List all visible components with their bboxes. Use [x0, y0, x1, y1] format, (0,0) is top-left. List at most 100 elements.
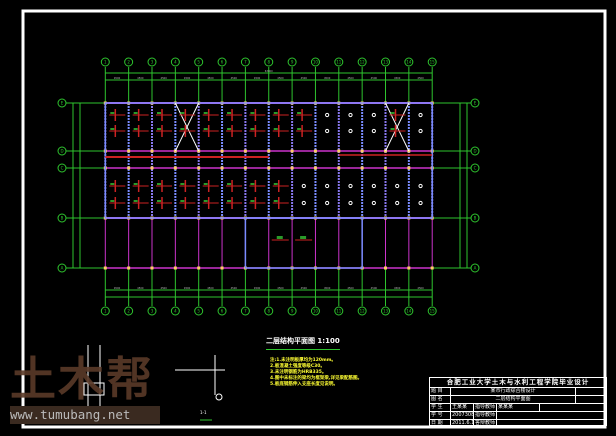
- axis-label: 6: [221, 309, 224, 314]
- dimension-text: 4500: [417, 76, 424, 80]
- axis-bubble: [264, 306, 274, 316]
- axis-bubble: [470, 146, 480, 156]
- title-block-row: 学 生 王某某 指导教师 某某某: [430, 404, 606, 412]
- rebar-tag: [227, 128, 232, 130]
- row-value: 二层结构平面图: [451, 396, 576, 403]
- dimension-text: 4500: [417, 286, 424, 290]
- axis-label: 7: [244, 309, 247, 314]
- hole-marker: [348, 128, 353, 134]
- axis-bubble: [287, 57, 297, 67]
- dimension-text: 4500: [231, 286, 238, 290]
- hole-marker: [325, 200, 330, 206]
- axis-label: 5: [197, 60, 200, 65]
- axis-label: 1: [104, 309, 107, 314]
- rebar-tag: [273, 112, 278, 114]
- column: [430, 266, 434, 270]
- column: [173, 166, 177, 170]
- rebar-tag: [250, 128, 255, 130]
- rebar-tag: [250, 112, 255, 114]
- axis-label: 4: [174, 309, 177, 314]
- axis-label: D: [473, 149, 476, 154]
- drawing-border: [21, 9, 607, 429]
- opening-cross: [174, 102, 200, 152]
- axis-label: 7: [244, 60, 247, 65]
- hole-marker: [301, 200, 306, 206]
- axis-bubble: [57, 263, 67, 273]
- axis-label: C: [61, 166, 64, 171]
- axis-label: 3: [151, 60, 154, 65]
- title-block-row: 日 期 2011.6.10 答辩教师: [430, 420, 606, 427]
- note-line: 3.未注明钢筋为HRB335。: [270, 370, 327, 375]
- axis-bubble: [194, 57, 204, 67]
- hole-marker: [301, 183, 306, 189]
- opening-cross: [385, 102, 410, 152]
- column: [197, 166, 201, 170]
- title-block-row: 题 目 某市行政综合楼设计: [430, 388, 606, 396]
- row-label: 图 名: [430, 396, 451, 403]
- column: [407, 266, 411, 270]
- row-label: 学 号: [430, 412, 451, 419]
- axis-label: 2: [127, 309, 130, 314]
- column: [150, 166, 154, 170]
- column: [384, 266, 387, 270]
- column: [267, 149, 271, 153]
- hole-marker: [348, 112, 353, 118]
- row-key: 指导教师: [475, 404, 497, 411]
- note-line: 注:1.未注明板厚均为120mm。: [270, 358, 336, 363]
- axis-bubble: [170, 306, 180, 316]
- axis-bubble: [427, 306, 437, 316]
- axis-label: 10: [313, 60, 319, 65]
- axis-label: 8: [267, 309, 270, 314]
- row-value: 某某某: [497, 404, 540, 411]
- axis-bubble: [124, 306, 134, 316]
- section-label: 1-1: [200, 410, 207, 415]
- hole-marker: [348, 200, 353, 206]
- axis-label: 8: [267, 60, 270, 65]
- axis-bubble: [240, 57, 250, 67]
- axis-bubble: [57, 98, 67, 108]
- axis-label: C: [474, 166, 477, 171]
- drawing-notes: 注:1.未注明板厚均为120mm。 2.板混凝土强度等级C30。 3.未注明钢筋…: [270, 358, 420, 388]
- axis-label: 9: [291, 309, 294, 314]
- rebar-tag: [276, 236, 283, 239]
- rebar-tag: [203, 128, 208, 130]
- axis-label: 5: [197, 309, 200, 314]
- hole-marker: [325, 183, 330, 189]
- axis-label: 13: [383, 309, 389, 314]
- axis-bubble: [404, 57, 414, 67]
- column: [313, 149, 317, 153]
- axis-bubble: [287, 306, 297, 316]
- rebar-tag: [273, 128, 278, 130]
- row-value: 王某某: [451, 404, 474, 411]
- dimension-text: 4500: [254, 76, 261, 80]
- axis-label: 10: [313, 309, 319, 314]
- rebar-tag: [180, 128, 185, 130]
- axis-bubble: [357, 306, 367, 316]
- axis-label: E: [61, 101, 64, 106]
- axis-label: 3: [151, 309, 154, 314]
- title-block-header: 合肥工业大学土木与水利工程学院毕业设计: [430, 378, 606, 388]
- dimension-text: 4500: [347, 76, 354, 80]
- hole-marker: [348, 183, 353, 189]
- title-block: 合肥工业大学土木与水利工程学院毕业设计 题 目 某市行政综合楼设计 图 名 二层…: [429, 377, 607, 427]
- rebar-tag: [110, 200, 115, 202]
- axis-bubble: [470, 98, 480, 108]
- row-value: 2011.6.10: [452, 420, 474, 427]
- hole-marker: [371, 183, 376, 189]
- column: [267, 166, 271, 170]
- axis-bubble: [334, 57, 344, 67]
- axis-bubble: [100, 306, 110, 316]
- column: [103, 266, 107, 270]
- column: [220, 266, 224, 270]
- hole-marker: [395, 200, 400, 206]
- hole-marker: [418, 183, 423, 189]
- column: [243, 149, 247, 153]
- rebar-tag: [250, 200, 255, 202]
- column: [220, 149, 224, 153]
- hole-marker: [395, 183, 400, 189]
- rebar-tag: [297, 112, 302, 114]
- column: [337, 149, 341, 153]
- detail-section: [83, 382, 105, 396]
- dimension-text: 4500: [161, 286, 168, 290]
- axis-bubble: [470, 213, 480, 223]
